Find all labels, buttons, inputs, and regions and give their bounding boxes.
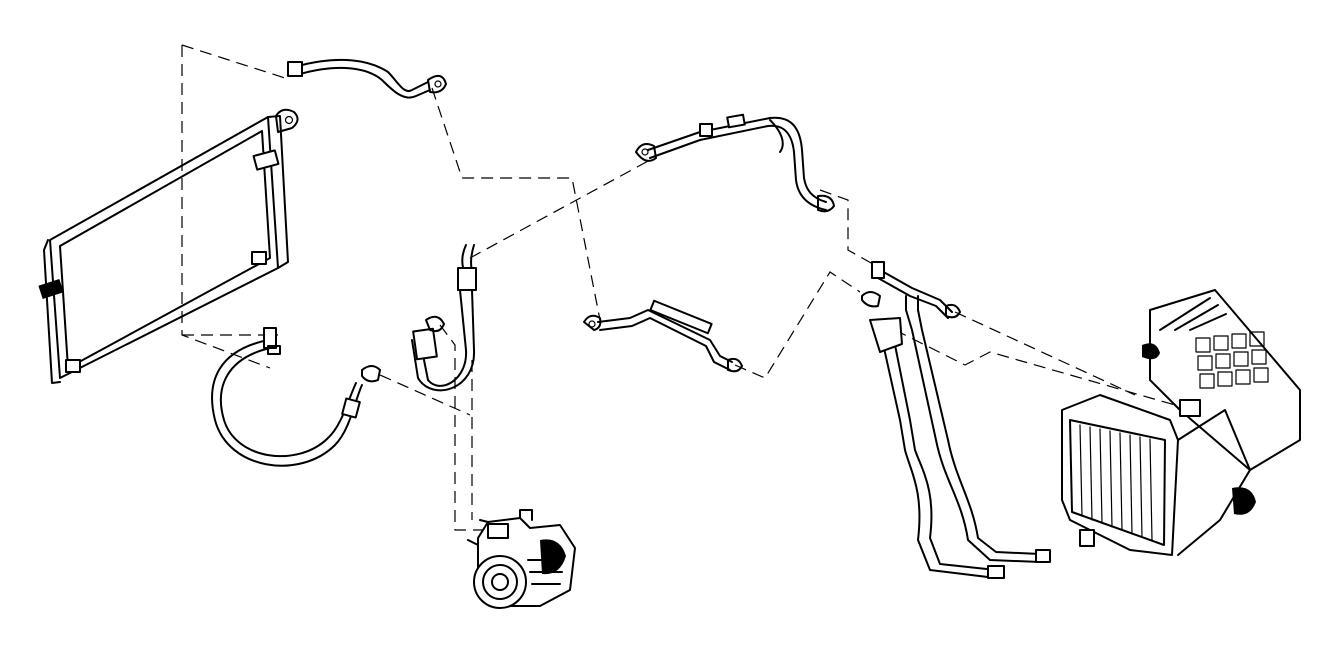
condenser-panel-icon	[38, 108, 299, 384]
dashed-leader-lines	[181, 44, 1176, 531]
evaporator-feed-pipes-icon	[861, 261, 1051, 579]
condenser-upper-pipe-icon	[287, 58, 447, 99]
evaporator-housing-icon	[1061, 289, 1301, 556]
lower-center-pipe-icon	[583, 299, 743, 373]
compressor-suction-hose-icon	[411, 244, 477, 392]
compressor-icon	[467, 509, 576, 609]
evaporator-grille	[1195, 331, 1269, 389]
condenser-lower-hose-icon	[211, 327, 381, 467]
evaporator-core-fins	[1079, 424, 1153, 541]
upper-center-pipe-icon	[635, 113, 835, 213]
